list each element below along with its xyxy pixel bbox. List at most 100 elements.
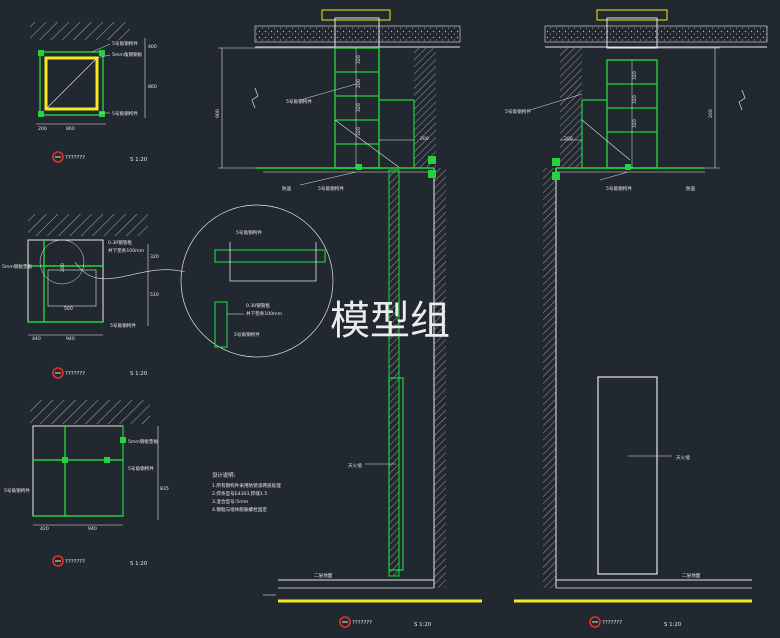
section-left-label-2: 5号角钢构件	[318, 185, 344, 192]
watermark: 模型组	[330, 298, 450, 344]
section-left-label-3: 天火墙	[348, 462, 362, 469]
detail-b-dim-2: 200	[60, 263, 66, 272]
detail-a-label-0: 5号角钢构件	[112, 40, 138, 47]
section-left-slab	[254, 25, 461, 43]
detail-c-dim-0: 420	[40, 526, 49, 532]
design-notes: 设计说明: 1.所有钢构件采用防锈漆两道处理 2.焊条型号E4303,焊缝1.5…	[212, 471, 281, 513]
section-left-scale: S 1:20	[414, 622, 432, 628]
detail-c-title: ???????	[65, 559, 85, 565]
detail-b-dim-4: 320	[150, 254, 159, 260]
section-right-dim-4: 200	[708, 109, 714, 118]
section-left-shaft-cap	[321, 9, 391, 21]
zoom-callout-circle	[180, 204, 334, 358]
zoom-callout: 5号角钢构件 0.30钢管框 井下垫条100mm 5号角钢构件	[180, 204, 334, 358]
section-right-slab	[544, 25, 768, 43]
section-right-diagonal	[581, 119, 631, 161]
section-left: 5号角钢构件 防盗 5号角钢构件 天火墙 二层地面 200 900 320 20…	[215, 9, 482, 628]
detail-c-hatch-top	[30, 400, 150, 424]
section-right-label-1: 5号角钢构件	[606, 185, 632, 192]
section-left-diagonal	[334, 119, 401, 169]
detail-a-dim-2: 400	[148, 44, 157, 50]
detail-c-label-2: 5号角钢构件	[4, 487, 30, 494]
detail-b-dim-1: 940	[66, 336, 75, 342]
section-left-door-jamb	[388, 169, 400, 577]
detail-a-dim-1: 860	[66, 126, 75, 132]
section-right-dim-1: 320	[632, 71, 638, 80]
section-right-shaft	[606, 17, 658, 49]
zoom-callout-label-1: 0.30钢管框	[246, 302, 270, 309]
zoom-callout-label-3: 5号角钢构件	[234, 331, 260, 338]
detail-b-dim-0: 440	[32, 336, 41, 342]
detail-c-node-1	[62, 457, 68, 463]
zoom-callout-bar	[214, 249, 326, 263]
detail-c-label-1: 5号角钢构件	[128, 465, 154, 472]
section-left-dim-3: 200	[356, 79, 362, 88]
detail-c-node-2	[104, 457, 110, 463]
detail-b: 440 940 200 500 320 510 0.30钢管框 井下垫条100m…	[2, 214, 186, 379]
detail-a-title: ???????	[65, 155, 85, 161]
detail-a-corner-bl	[38, 111, 44, 117]
section-right-wall-main	[543, 168, 556, 588]
notes-line-3: 4.钢框与墙体膨胀螺栓固定	[212, 506, 267, 513]
detail-a: 200 860 400 860 5号角钢构件 5mm角钢钢板 5号角钢构件 ??…	[30, 22, 157, 163]
section-left-dim-0: 200	[420, 136, 429, 142]
detail-a-corner-tr	[99, 50, 105, 56]
section-left-title-marker	[339, 616, 351, 628]
detail-a-dim-0: 200	[38, 126, 47, 132]
detail-a-outer-frame	[39, 51, 104, 116]
detail-c-dim-2: 835	[160, 486, 169, 492]
section-right-bolt-1	[552, 158, 560, 166]
detail-a-leader-1	[91, 43, 111, 53]
section-right-bolt-3	[625, 164, 631, 170]
zoom-callout-label-0: 5号角钢构件	[236, 229, 262, 236]
section-right-break-mark	[738, 89, 746, 111]
detail-b-dim-3: 500	[64, 306, 73, 312]
detail-c: 420 940 835 5mm钢板垫板 5号角钢构件 5号角钢构件 ??????…	[4, 400, 169, 567]
section-left-leader-2	[299, 171, 357, 186]
section-right-bolt-2	[552, 172, 560, 180]
detail-c-frame	[32, 425, 124, 517]
detail-b-inner	[47, 269, 97, 307]
section-right-shaft-cap	[596, 9, 668, 21]
section-right-wall-top	[560, 48, 582, 168]
detail-b-label-3: 5号角钢构件	[110, 322, 136, 329]
detail-c-title-marker	[52, 555, 64, 567]
section-right-label-0: 5号角钢构件	[505, 108, 531, 115]
detail-a-label-1: 5mm角钢钢板	[112, 51, 143, 58]
detail-b-scale: S 1:20	[130, 371, 148, 377]
detail-b-title-marker	[52, 367, 64, 379]
detail-b-label-1: 井下垫条100mm	[108, 247, 145, 254]
detail-c-label-0: 5mm钢板垫板	[128, 438, 159, 445]
section-right-title: ???????	[602, 620, 622, 626]
detail-a-diagonal	[46, 58, 97, 109]
section-right: 5号角钢构件 5号角钢构件 防盗 天火墙 二层地面 200 320 320 32…	[505, 9, 768, 628]
section-left-break-mark	[251, 87, 259, 109]
notes-line-2: 3.混合型号:5mm	[212, 498, 249, 505]
section-left-label-0: 5号角钢构件	[286, 98, 312, 105]
section-left-title: ???????	[352, 620, 372, 626]
section-left-wall-main	[434, 168, 446, 588]
section-right-door-panel	[597, 376, 658, 575]
section-left-door-leaf	[388, 377, 404, 571]
section-left-wall-top	[414, 48, 436, 168]
section-left-dim-2: 320	[356, 55, 362, 64]
section-left-bolt-3	[356, 164, 362, 170]
section-right-label-4: 二层地面	[682, 572, 701, 579]
section-left-dim-1: 900	[215, 109, 221, 118]
section-right-label-3: 天火墙	[676, 454, 690, 461]
section-right-leader-2	[599, 171, 629, 181]
section-left-dim-5: 320	[356, 127, 362, 136]
detail-c-scale: S 1:20	[130, 561, 148, 567]
detail-b-zoom-circle	[39, 239, 85, 285]
section-left-leader-1	[299, 83, 357, 101]
section-right-scale: S 1:20	[664, 622, 682, 628]
detail-b-hatch-top	[28, 214, 148, 236]
detail-c-dim-1: 940	[88, 526, 97, 532]
notes-heading: 设计说明:	[212, 471, 236, 479]
notes-line-0: 1.所有钢构件采用防锈漆两道处理	[212, 482, 281, 489]
detail-a-corner-br	[99, 111, 105, 117]
notes-line-1: 2.焊条型号E4303,焊缝1.5	[212, 490, 267, 497]
section-right-label-2: 防盗	[686, 185, 696, 192]
detail-a-scale: S 1:20	[130, 157, 148, 163]
